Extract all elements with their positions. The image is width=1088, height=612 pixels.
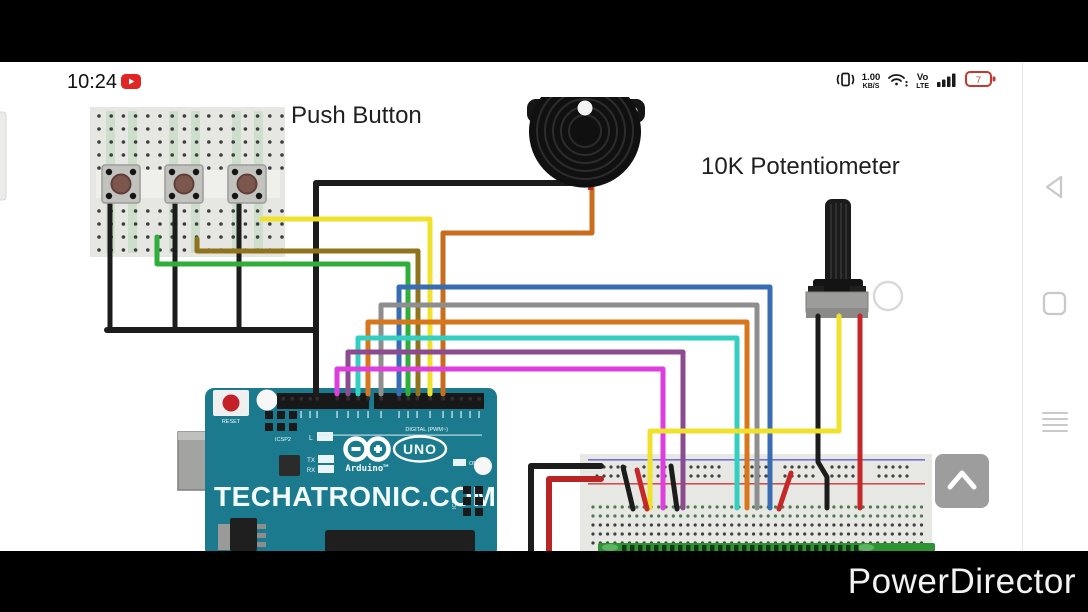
icsp2-label: ICSP2: [275, 437, 291, 443]
network-speed: 1.00 KB/S: [861, 72, 881, 90]
push-buttons: [101, 164, 267, 204]
wire-jumper-black-1: [620, 464, 636, 512]
led-l-label: L: [309, 435, 313, 442]
wire-gnd-buzzer-to-arduino: [313, 180, 581, 397]
top-letterbox: [0, 0, 1088, 62]
tap-indicator-circle: [872, 280, 904, 312]
nav-back-button[interactable]: [1040, 172, 1070, 202]
chevron-up-icon: [947, 470, 977, 490]
arduino-brand: TECHATRONIC.COM: [214, 481, 496, 512]
wire-pot-yellow: [647, 313, 842, 511]
wire-bb-black-left: [528, 463, 604, 559]
cutoff-board-sliver: [0, 111, 7, 201]
wire-wire-magenta: [334, 366, 666, 511]
uno-label: UNO: [403, 441, 437, 457]
icsp2-header: ICSP2: [265, 411, 297, 443]
scroll-to-top-button[interactable]: [935, 454, 989, 508]
uno-badge: UNO: [392, 435, 448, 463]
reset-label: RESET: [222, 419, 241, 425]
push-button-2: [164, 164, 204, 204]
nav-divider: [1022, 62, 1023, 551]
mounting-hole: [256, 389, 278, 411]
wire-pot-black: [815, 313, 830, 511]
bottom-letterbox: PowerDirector: [0, 551, 1088, 612]
vibrate-icon: [835, 71, 855, 93]
signal-bars-icon: [936, 71, 958, 93]
icsp-header: ICSP: [452, 486, 483, 516]
home-icon: [1042, 291, 1067, 316]
nav-recents-button[interactable]: [1040, 407, 1070, 437]
arduino-logo: [343, 436, 391, 462]
digital-label: DIGITAL (PWM~): [405, 427, 448, 433]
status-time: 10:24: [67, 71, 118, 93]
potentiometer: [805, 199, 869, 318]
powerdirector-watermark: PowerDirector: [847, 561, 1076, 601]
volte-indicator: Vo LTE: [916, 72, 929, 90]
push-button-1: [101, 164, 141, 204]
arduino-logo-text: Arduino™: [345, 463, 388, 474]
wire-wire-orange: [365, 319, 750, 511]
wire-jumper-red-1: [634, 467, 650, 512]
lcd-module-edge: [598, 543, 935, 552]
mounting-hole-2: [474, 457, 492, 475]
regulator-tab: [218, 524, 230, 550]
chip-small: [279, 455, 300, 476]
wire-layer: [104, 180, 863, 559]
nav-home-button[interactable]: [1040, 289, 1070, 319]
digital-pin-header: [277, 393, 484, 409]
mcu-chip: [325, 530, 475, 554]
buzzer: [527, 97, 645, 190]
voltage-regulator: [230, 518, 257, 551]
battery-icon: 7: [965, 70, 996, 93]
push-button-label: Push Button: [291, 102, 422, 129]
tx-label: TX: [307, 458, 315, 464]
wire-bb-red-left: [546, 476, 604, 559]
wire-wire-cyan: [355, 335, 740, 511]
wire-jumper-red-2: [776, 470, 794, 512]
wire-button-green: [154, 234, 411, 397]
icsp-label: ICSP: [452, 496, 458, 509]
reset-button: RESET: [213, 390, 249, 425]
rx-label: RX: [307, 468, 315, 474]
svg-text:7: 7: [976, 75, 981, 86]
arduino-board: RESET ICSP2 L TX RX DIGITAL (PWM~): [177, 388, 497, 558]
back-icon: [1045, 175, 1063, 199]
youtube-icon: [121, 74, 141, 94]
wire-jumper-black-2: [668, 463, 680, 512]
push-button-3: [227, 164, 267, 204]
wire-buzzer-signal-orange: [440, 183, 595, 397]
recents-icon: [1042, 412, 1068, 432]
on-label: ON: [469, 461, 477, 467]
wifi-icon: [887, 71, 909, 93]
potentiometer-label: 10K Potentiometer: [701, 153, 900, 180]
status-bar: 10:24 1.00 KB/S Vo L: [0, 62, 1088, 100]
